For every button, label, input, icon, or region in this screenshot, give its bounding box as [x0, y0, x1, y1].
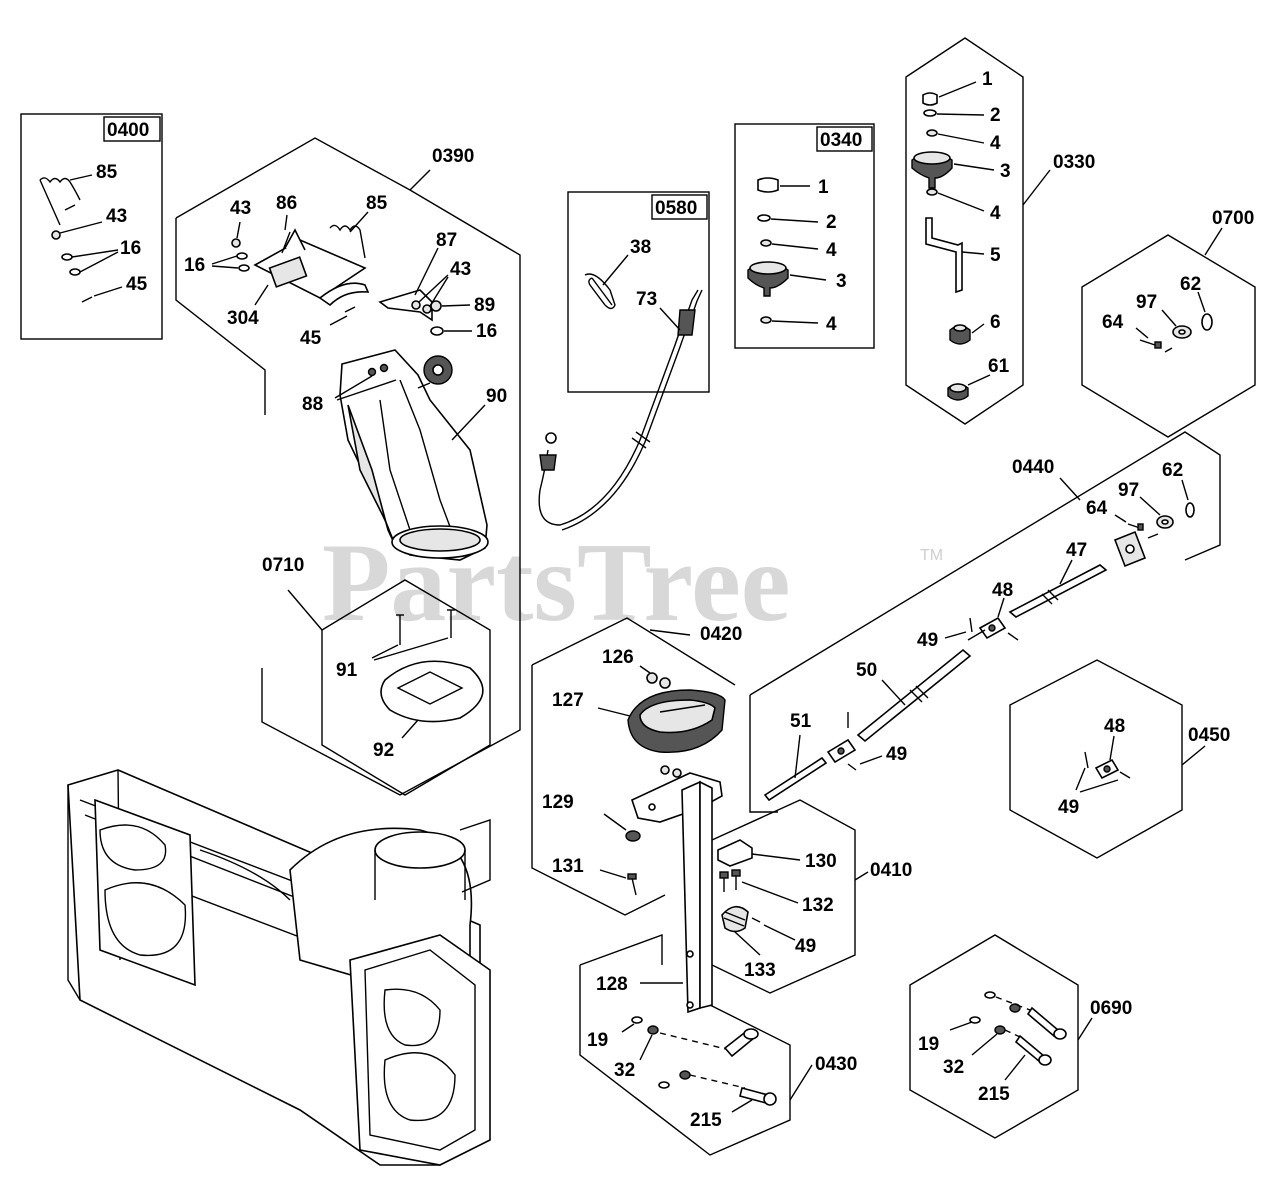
group-label-0410: 0410 [870, 860, 912, 881]
callout-62: 62 [1180, 274, 1201, 295]
group-0710: 0710 91 92 [262, 555, 491, 796]
callout-129: 129 [542, 792, 574, 813]
chute-90 [339, 349, 488, 561]
callout-73: 73 [636, 289, 657, 310]
callout-4b: 4 [990, 203, 1001, 224]
callout-45: 45 [126, 274, 148, 295]
callout-43: 43 [106, 206, 127, 227]
auger-housing [67, 769, 491, 1166]
group-label-0450: 0450 [1188, 725, 1230, 746]
callout-215: 215 [978, 1084, 1010, 1105]
callout-62: 62 [1162, 460, 1183, 481]
callout-304: 304 [227, 308, 259, 329]
group-label-0440: 0440 [1012, 457, 1054, 478]
group-label-0420: 0420 [700, 624, 742, 645]
callout-49: 49 [1058, 797, 1079, 818]
group-0450: 0450 48 49 [1009, 659, 1230, 859]
callout-1: 1 [818, 177, 829, 198]
group-0420: 0420 126 127 129 131 [531, 617, 742, 916]
callout-215: 215 [690, 1110, 722, 1131]
group-0430: 0430 128 19 32 215 [579, 933, 857, 1156]
callout-127: 127 [552, 690, 584, 711]
callout-6: 6 [990, 312, 1001, 333]
group-0580: 0580 38 73 [538, 191, 710, 531]
callout-2: 2 [826, 212, 837, 233]
callout-3: 3 [1000, 161, 1011, 182]
callout-92: 92 [373, 740, 394, 761]
group-0340: 0340 1 2 4 3 4 [734, 123, 875, 349]
callout-85: 85 [366, 193, 388, 214]
crank-bracket-128 [631, 772, 723, 1014]
group-label-0710: 0710 [262, 555, 304, 576]
callout-87: 87 [436, 230, 457, 251]
callout-48: 48 [1104, 716, 1125, 737]
callout-43b: 43 [450, 259, 471, 280]
callout-51: 51 [790, 711, 812, 732]
group-label-0340: 0340 [820, 130, 862, 151]
watermark-trademark: TM [920, 547, 943, 564]
callout-48: 48 [992, 580, 1013, 601]
group-0440: 0440 62 97 64 47 48 49 [749, 431, 1221, 813]
callout-90: 90 [486, 386, 507, 407]
callout-3: 3 [836, 271, 847, 292]
callout-50: 50 [856, 660, 877, 681]
group-0330: 0330 1 2 4 3 4 5 6 61 [905, 37, 1095, 425]
callout-16: 16 [120, 238, 141, 259]
group-0390: 0390 304 43 86 85 16 87 43 [175, 137, 521, 796]
spring-85 [39, 177, 81, 201]
deflector-304 [253, 239, 367, 299]
callout-97: 97 [1118, 480, 1139, 501]
callout-16b: 16 [476, 321, 497, 342]
group-label-0330: 0330 [1053, 152, 1095, 173]
group-label-0700: 0700 [1212, 208, 1254, 229]
callout-32: 32 [943, 1057, 964, 1078]
callout-88: 88 [302, 394, 323, 415]
group-label-0430: 0430 [815, 1054, 857, 1075]
callout-64: 64 [1086, 498, 1108, 519]
callout-4: 4 [990, 133, 1001, 154]
callout-2: 2 [990, 105, 1001, 126]
callout-126: 126 [602, 647, 634, 668]
callout-19: 19 [587, 1030, 608, 1051]
callout-61: 61 [988, 356, 1010, 377]
callout-91: 91 [336, 660, 358, 681]
callout-45: 45 [300, 328, 322, 349]
group-0690: 0690 19 32 215 [909, 934, 1132, 1139]
callout-1: 1 [982, 69, 993, 90]
callout-49b: 49 [886, 744, 907, 765]
callout-131: 131 [552, 856, 584, 877]
callout-16: 16 [184, 255, 205, 276]
callout-4: 4 [826, 240, 837, 261]
callout-97: 97 [1136, 292, 1157, 313]
group-label-0580: 0580 [655, 198, 697, 219]
callout-132: 132 [802, 895, 834, 916]
callout-32: 32 [614, 1060, 635, 1081]
callout-133: 133 [744, 960, 776, 981]
group-label-0400: 0400 [107, 120, 149, 141]
group-label-0390: 0390 [432, 146, 474, 167]
callout-5: 5 [990, 245, 1001, 266]
callout-49: 49 [917, 630, 938, 651]
callout-64: 64 [1102, 312, 1124, 333]
group-0700: 0700 62 97 64 [1081, 208, 1256, 438]
callout-19: 19 [918, 1034, 939, 1055]
callout-4b: 4 [826, 314, 837, 335]
callout-85: 85 [96, 162, 118, 183]
group-label-0690: 0690 [1090, 998, 1132, 1019]
callout-130: 130 [805, 851, 837, 872]
callout-49: 49 [795, 936, 816, 957]
group-0400: 0400 85 43 16 45 [20, 113, 163, 340]
callout-43: 43 [230, 198, 251, 219]
callout-128: 128 [596, 974, 628, 995]
group-0410: 0410 130 132 49 133 [711, 799, 912, 994]
callout-47: 47 [1066, 540, 1087, 561]
callout-89: 89 [474, 295, 495, 316]
callout-86: 86 [276, 193, 297, 214]
callout-38: 38 [630, 237, 651, 258]
